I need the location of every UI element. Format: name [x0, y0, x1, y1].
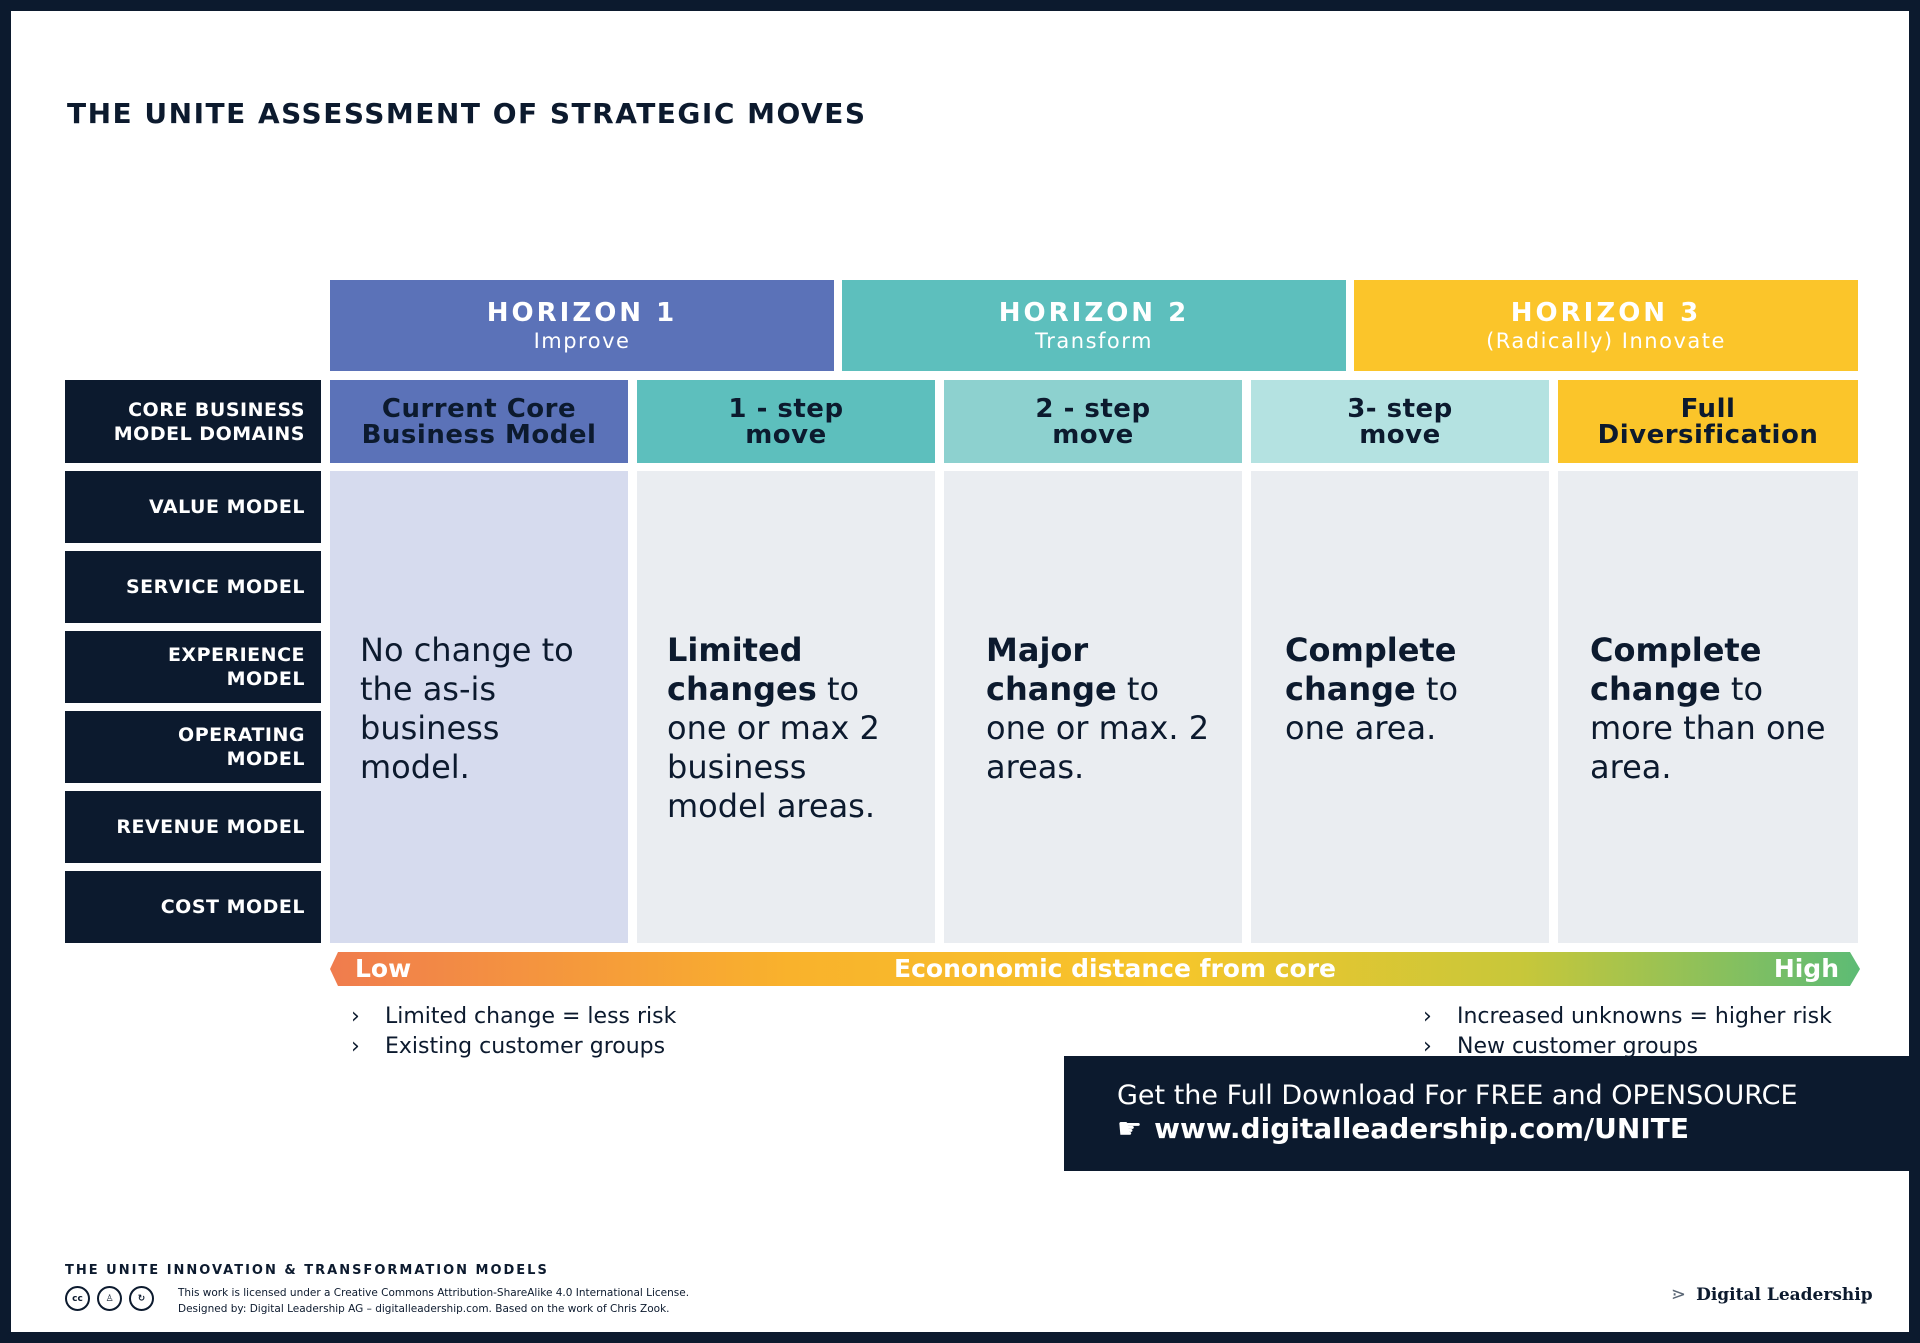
domain-header-line: MODEL DOMAINS — [113, 422, 305, 445]
cta-url: www.digitalleadership.com/UNITE — [1154, 1112, 1689, 1145]
horizon-subtitle: (Radically) Innovate — [1486, 328, 1726, 353]
domain-value-model: VALUE MODEL — [65, 471, 321, 543]
move-header-line: Diversification — [1597, 419, 1819, 450]
license-line: Designed by: Digital Leadership AG – dig… — [178, 1303, 670, 1315]
chevron-right-icon: › — [1423, 1034, 1432, 1059]
move-body-text: to more than one area. — [1590, 670, 1826, 786]
scale-middle-label: Econonomic distance from core — [894, 954, 1337, 983]
attribution-icon: ♙ — [97, 1286, 122, 1311]
horizon-name: HORIZON 3 — [1510, 297, 1702, 328]
download-cta-banner[interactable]: Get the Full Download For FREE and OPENS… — [1064, 1056, 1909, 1171]
domain-label: VALUE MODEL — [149, 496, 305, 518]
cta-link[interactable]: ☛ www.digitalleadership.com/UNITE — [1117, 1112, 1909, 1146]
scale-low-label: Low — [355, 954, 412, 983]
move-header-line: 1 - step — [728, 393, 844, 424]
note-text: Existing customer groups — [385, 1034, 666, 1059]
move-body-emphasis: Limited changes — [667, 631, 817, 708]
domain-label: OPERATING — [178, 724, 305, 746]
chevron-right-icon: › — [1423, 1004, 1432, 1029]
creative-commons-icons: cc ♙ ↻ — [65, 1286, 154, 1311]
domain-service-model: SERVICE MODEL — [65, 551, 321, 623]
brand-logo: ⋗ Digital Leadership — [1671, 1284, 1873, 1305]
note-item: › Existing customer groups — [351, 1032, 676, 1062]
horizon-name: HORIZON 1 — [486, 297, 678, 328]
move-header-line: move — [745, 419, 827, 450]
notes-left: › Limited change = less risk › Existing cu… — [351, 1002, 676, 1062]
notes-right: › Increased unknowns = higher risk › New c… — [1423, 1002, 1832, 1062]
move-body-text: to one or max 2 business model areas. — [667, 670, 880, 825]
horizon-subtitle: Transform — [1035, 328, 1153, 353]
share-alike-icon: ↻ — [129, 1286, 154, 1311]
domain-label: COST MODEL — [160, 896, 305, 918]
move-body-2-step: Major change to one or max. 2 areas. — [944, 471, 1242, 943]
horizon-subtitle: Improve — [533, 328, 631, 353]
domain-header-line: CORE BUSINESS — [128, 398, 305, 421]
domain-operating-model: OPERATING MODEL — [65, 711, 321, 783]
domain-label: SERVICE MODEL — [125, 576, 305, 598]
domain-label: MODEL — [226, 668, 305, 690]
license-line: This work is licensed under a Creative C… — [178, 1287, 690, 1299]
note-item: › Increased unknowns = higher risk — [1423, 1002, 1832, 1032]
move-body-current-core: No change to the as-is business model. — [330, 471, 628, 943]
move-header-line: 3- step — [1347, 393, 1453, 424]
note-item: › Limited change = less risk — [351, 1002, 676, 1032]
horizon-1-header: HORIZON 1 Improve — [330, 280, 834, 371]
pointing-hand-icon: ☛ — [1117, 1112, 1143, 1145]
move-body-full-diversification: Complete change to more than one area. — [1558, 471, 1858, 943]
chevron-right-icon: › — [351, 1004, 360, 1029]
domain-label: EXPERIENCE — [167, 644, 305, 666]
domain-label: REVENUE MODEL — [116, 816, 305, 838]
move-body-emphasis: Complete change — [1285, 631, 1457, 708]
horizon-3-header: HORIZON 3 (Radically) Innovate — [1354, 280, 1858, 371]
horizon-name: HORIZON 2 — [998, 297, 1190, 328]
economic-distance-arrow — [330, 952, 1860, 986]
license-text: This work is licensed under a Creative C… — [178, 1285, 689, 1317]
move-body-text: No change to the as-is business model. — [360, 631, 574, 786]
move-body-text: to one or max. 2 areas. — [986, 670, 1210, 786]
domain-cost-model: COST MODEL — [65, 871, 321, 943]
page-sheet: THE UNITE ASSESSMENT OF STRATEGIC MOVES … — [11, 11, 1909, 1332]
horizon-2-header: HORIZON 2 Transform — [842, 280, 1346, 371]
move-header-line: Full — [1680, 393, 1736, 424]
core-business-model-domains-header: CORE BUSINESS MODEL DOMAINS — [65, 380, 321, 463]
move-header-line: move — [1359, 419, 1441, 450]
move-body-text: to one area. — [1285, 670, 1459, 747]
move-body-3-step: Complete change to one area. — [1251, 471, 1549, 943]
footer-title: THE UNITE INNOVATION & TRANSFORMATION MO… — [65, 1263, 549, 1278]
move-header-line: Current Core — [381, 393, 577, 424]
cc-icon: cc — [65, 1286, 90, 1311]
move-header-line: Business Model — [361, 419, 597, 450]
page-title: THE UNITE ASSESSMENT OF STRATEGIC MOVES — [67, 97, 867, 130]
domain-revenue-model: REVENUE MODEL — [65, 791, 321, 863]
chevron-right-icon: › — [351, 1034, 360, 1059]
scale-high-label: High — [1773, 954, 1839, 983]
move-body-1-step: Limited changes to one or max 2 business… — [637, 471, 935, 943]
note-text: New customer groups — [1457, 1034, 1698, 1059]
note-text: Increased unknowns = higher risk — [1457, 1004, 1832, 1029]
note-item: › New customer groups — [1423, 1032, 1832, 1062]
move-header-line: move — [1052, 419, 1134, 450]
brand-name: Digital Leadership — [1696, 1284, 1873, 1305]
note-text: Limited change = less risk — [385, 1004, 677, 1029]
brand-chevron-icon: ⋗ — [1671, 1284, 1687, 1305]
move-header-line: 2 - step — [1035, 393, 1151, 424]
domain-label: MODEL — [226, 748, 305, 770]
cta-headline: Get the Full Download For FREE and OPENS… — [1117, 1080, 1798, 1111]
domain-experience-model: EXPERIENCE MODEL — [65, 631, 321, 703]
move-body-emphasis: Major change — [986, 631, 1117, 708]
move-body-emphasis: Complete change — [1590, 631, 1762, 708]
